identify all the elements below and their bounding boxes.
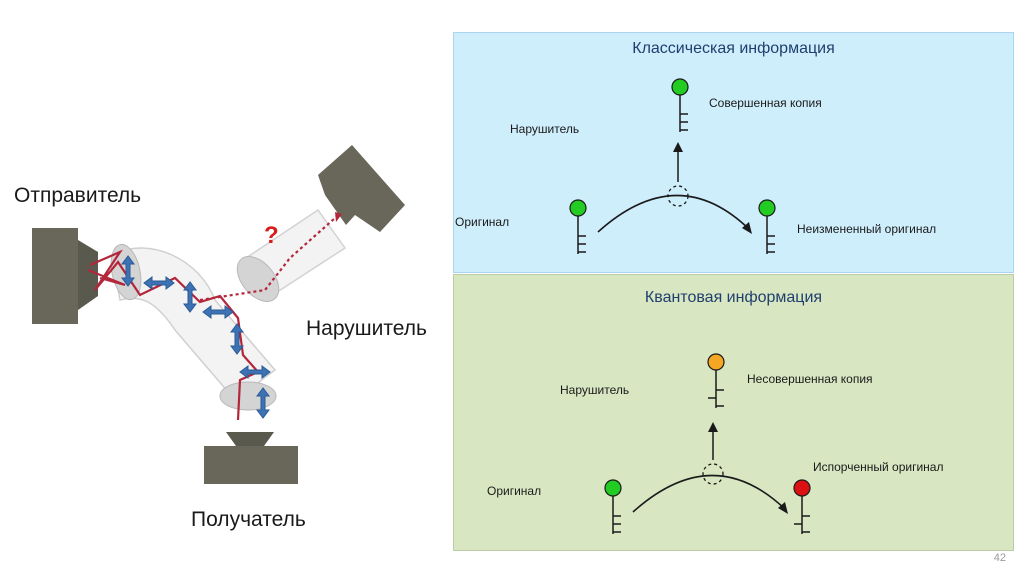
eavesdropper-label: Нарушитель	[306, 317, 427, 340]
classical-title: Классическая информация	[632, 40, 835, 57]
classical-panel: Классическая информация	[453, 32, 1014, 273]
quantum-original-label: Оригинал	[487, 484, 542, 498]
quantum-imperfect-copy-label: Несовершенная копия	[747, 372, 873, 386]
classical-eavesdropper-label: Нарушитель	[510, 122, 580, 136]
page-number: 42	[993, 552, 1006, 564]
eavesdropper-device	[318, 145, 405, 232]
arrow-head	[335, 212, 342, 222]
quantum-damaged-original-label: Испорченный оригинал	[813, 460, 944, 474]
classical-unchanged-original-label: Неизмененный оригинал	[797, 222, 937, 236]
sender-device	[32, 228, 98, 324]
polarization-arrows	[121, 255, 271, 419]
quantum-eavesdropper-label: Нарушитель	[560, 383, 630, 397]
classical-original-label: Оригинал	[455, 215, 510, 229]
photon-path	[87, 268, 126, 287]
quantum-panel: Квантовая информация	[453, 274, 1014, 551]
receiver-device	[204, 432, 298, 484]
receiver-label: Получатель	[191, 508, 306, 531]
quantum-title: Квантовая информация	[644, 289, 823, 306]
intercepted-path	[199, 217, 336, 302]
photon-channel-diagram	[32, 145, 405, 484]
lens	[236, 256, 280, 302]
sender-label: Отправитель	[14, 184, 142, 207]
question-mark: ?	[264, 222, 279, 249]
classical-perfect-copy-label: Совершенная копия	[709, 96, 822, 110]
